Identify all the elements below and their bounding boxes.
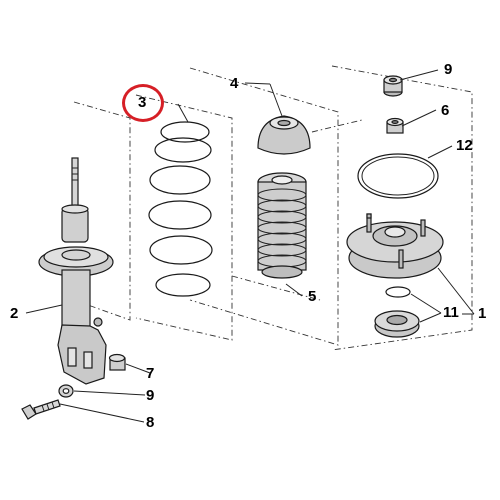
label-5: 5 [308, 288, 317, 305]
bump-stop [257, 115, 311, 155]
top-nut [383, 75, 403, 97]
label-6: 6 [441, 102, 450, 119]
strut-mount [346, 213, 444, 279]
label-3: 3 [138, 94, 147, 111]
label-9: 9 [146, 387, 155, 404]
label-4: 4 [230, 75, 239, 92]
label-8: 8 [146, 414, 155, 431]
label-1: 1 [478, 305, 487, 322]
label-7: 7 [146, 365, 155, 382]
bearing [374, 286, 420, 338]
shock-absorber [38, 157, 114, 385]
mount-seal-ring [357, 153, 439, 199]
leader-lines [25, 69, 475, 423]
label-2: 2 [10, 305, 19, 322]
nut-lower [108, 353, 126, 371]
nut-small [386, 117, 404, 134]
dust-boot [257, 172, 307, 279]
highlight-circle [122, 84, 164, 122]
bolt [21, 399, 61, 420]
label-10: 9 [444, 61, 453, 78]
label-12: 12 [456, 137, 473, 154]
label-11: 11 [443, 304, 459, 321]
washer [58, 384, 74, 398]
coil-spring [148, 121, 213, 297]
